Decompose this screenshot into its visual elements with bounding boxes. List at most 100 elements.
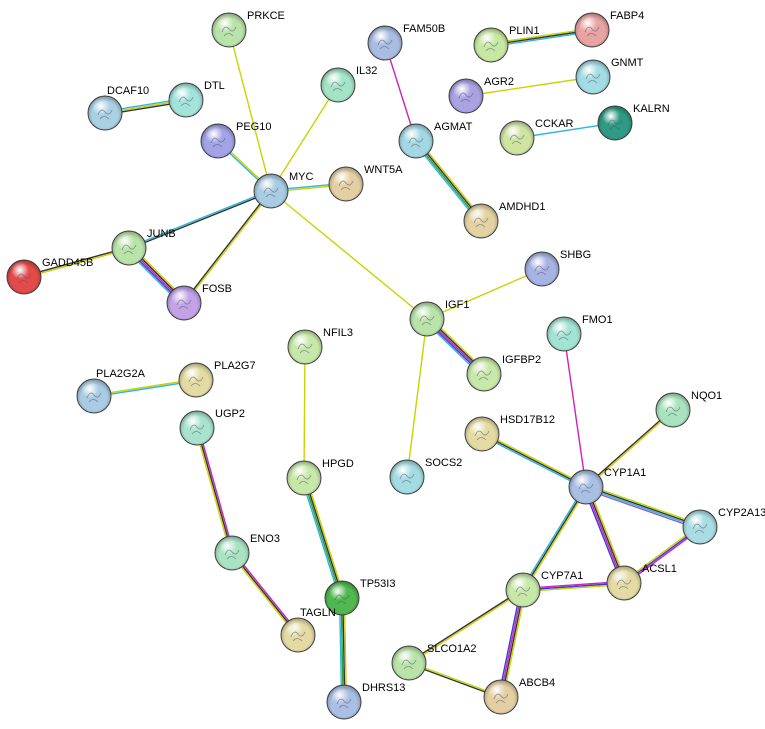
node-ball xyxy=(655,392,691,428)
node-socs2[interactable]: SOCS2 xyxy=(389,457,462,495)
node-ball xyxy=(499,120,535,156)
node-wnt5a[interactable]: WNT5A xyxy=(328,164,403,202)
node-igf1[interactable]: IGF1 xyxy=(409,299,469,337)
protein-structure-icon xyxy=(263,187,279,198)
node-cyp2a13[interactable]: CYP2A13 xyxy=(682,507,765,545)
node-junb[interactable]: JUNB xyxy=(111,228,176,266)
node-eno3[interactable]: ENO3 xyxy=(214,533,280,571)
edge-channel xyxy=(584,488,700,530)
protein-structure-icon xyxy=(336,698,352,709)
node-label: NQO1 xyxy=(691,390,722,402)
edge-igf1-socs2 xyxy=(406,318,428,478)
node-ball xyxy=(214,535,250,571)
protein-structure-icon xyxy=(330,81,346,92)
node-nfil3[interactable]: NFIL3 xyxy=(287,327,353,365)
node-fabp4[interactable]: FABP4 xyxy=(574,10,644,48)
node-hpgd[interactable]: HPGD xyxy=(286,458,354,496)
node-ball xyxy=(326,684,362,720)
node-amdhd1[interactable]: AMDHD1 xyxy=(463,201,545,239)
node-gadd45b[interactable]: GADD45B xyxy=(6,257,93,295)
node-label: WNT5A xyxy=(364,164,403,176)
protein-structure-icon xyxy=(224,549,240,560)
node-slco1a2[interactable]: SLCO1A2 xyxy=(391,643,477,681)
protein-structure-icon xyxy=(121,244,137,255)
edge-channel xyxy=(304,477,344,598)
node-igfbp2[interactable]: IGFBP2 xyxy=(466,354,541,392)
edge-channel xyxy=(563,333,587,488)
protein-structure-icon xyxy=(399,473,415,484)
node-ball xyxy=(287,329,323,365)
node-abcb4[interactable]: ABCB4 xyxy=(483,677,555,715)
node-agr2[interactable]: AGR2 xyxy=(448,76,514,114)
node-label: HSD17B12 xyxy=(500,414,555,426)
node-label: GADD45B xyxy=(42,257,93,269)
node-dhrs13[interactable]: DHRS13 xyxy=(326,682,405,720)
node-ball xyxy=(168,82,204,118)
node-ball xyxy=(87,95,123,131)
node-nqo1[interactable]: NQO1 xyxy=(655,390,722,428)
edge-nfil3-hpgd xyxy=(303,346,306,479)
node-gnmt[interactable]: GNMT xyxy=(575,57,644,95)
edge-channel xyxy=(270,84,339,192)
node-ball xyxy=(597,105,633,141)
node-plin1[interactable]: PLIN1 xyxy=(473,25,540,63)
protein-structure-icon xyxy=(221,26,237,37)
node-label: AMDHD1 xyxy=(499,201,545,213)
node-myc[interactable]: MYC xyxy=(253,171,314,209)
protein-structure-icon xyxy=(458,92,474,103)
protein-structure-icon xyxy=(296,474,312,485)
node-hsd17b12[interactable]: HSD17B12 xyxy=(464,414,555,452)
node-label: PLIN1 xyxy=(509,25,540,37)
node-label: NFIL3 xyxy=(323,327,353,339)
node-fosb[interactable]: FOSB xyxy=(166,283,232,321)
edge-channel xyxy=(197,427,235,553)
node-label: CYP7A1 xyxy=(541,570,583,582)
node-ball xyxy=(448,78,484,114)
node-ball xyxy=(200,123,236,159)
node-label: DCAF10 xyxy=(107,85,149,97)
node-dtl[interactable]: DTL xyxy=(168,80,225,118)
node-agmat[interactable]: AGMAT xyxy=(398,121,473,159)
node-fam50b[interactable]: FAM50B xyxy=(367,23,445,61)
node-ball xyxy=(505,572,541,608)
node-kalrn[interactable]: KALRN xyxy=(597,103,670,141)
protein-structure-icon xyxy=(290,631,306,642)
node-ugp2[interactable]: UGP2 xyxy=(179,408,245,446)
node-shbg[interactable]: SHBG xyxy=(524,249,591,287)
protein-structure-icon xyxy=(534,265,550,276)
node-ball xyxy=(280,617,316,653)
protein-structure-icon xyxy=(493,693,509,704)
node-tagln[interactable]: TAGLN xyxy=(280,607,336,653)
node-label: ABCB4 xyxy=(519,677,555,689)
node-cyp1a1[interactable]: CYP1A1 xyxy=(568,467,646,505)
node-label: PEG10 xyxy=(236,121,271,133)
node-ball xyxy=(178,362,214,398)
node-il32[interactable]: IL32 xyxy=(320,65,377,103)
node-prkce[interactable]: PRKCE xyxy=(211,10,285,48)
node-label: AGMAT xyxy=(434,121,473,133)
edge-channel xyxy=(194,428,232,554)
edge-channel xyxy=(585,487,700,529)
edge-myc-junb xyxy=(128,189,272,250)
node-label: TP53I3 xyxy=(360,578,395,590)
node-acsl1[interactable]: ACSL1 xyxy=(606,563,677,601)
edge-channel xyxy=(23,246,129,277)
edge-cyp7a1-abcb4 xyxy=(497,589,527,698)
node-fmo1[interactable]: FMO1 xyxy=(546,314,613,352)
node-label: UGP2 xyxy=(215,408,245,420)
node-ball xyxy=(179,410,215,446)
node-cckar[interactable]: CCKAR xyxy=(499,118,574,156)
node-label: CCKAR xyxy=(535,118,574,130)
node-ball xyxy=(606,565,642,601)
node-pla2g7[interactable]: PLA2G7 xyxy=(178,360,256,398)
node-label: PLA2G7 xyxy=(214,360,256,372)
edge-channel xyxy=(522,486,587,591)
edge-channel xyxy=(305,477,345,598)
node-label: FMO1 xyxy=(582,314,613,326)
edge-channel xyxy=(128,189,271,248)
node-ball xyxy=(166,285,202,321)
protein-structure-icon xyxy=(377,39,393,50)
node-ball xyxy=(76,378,112,414)
